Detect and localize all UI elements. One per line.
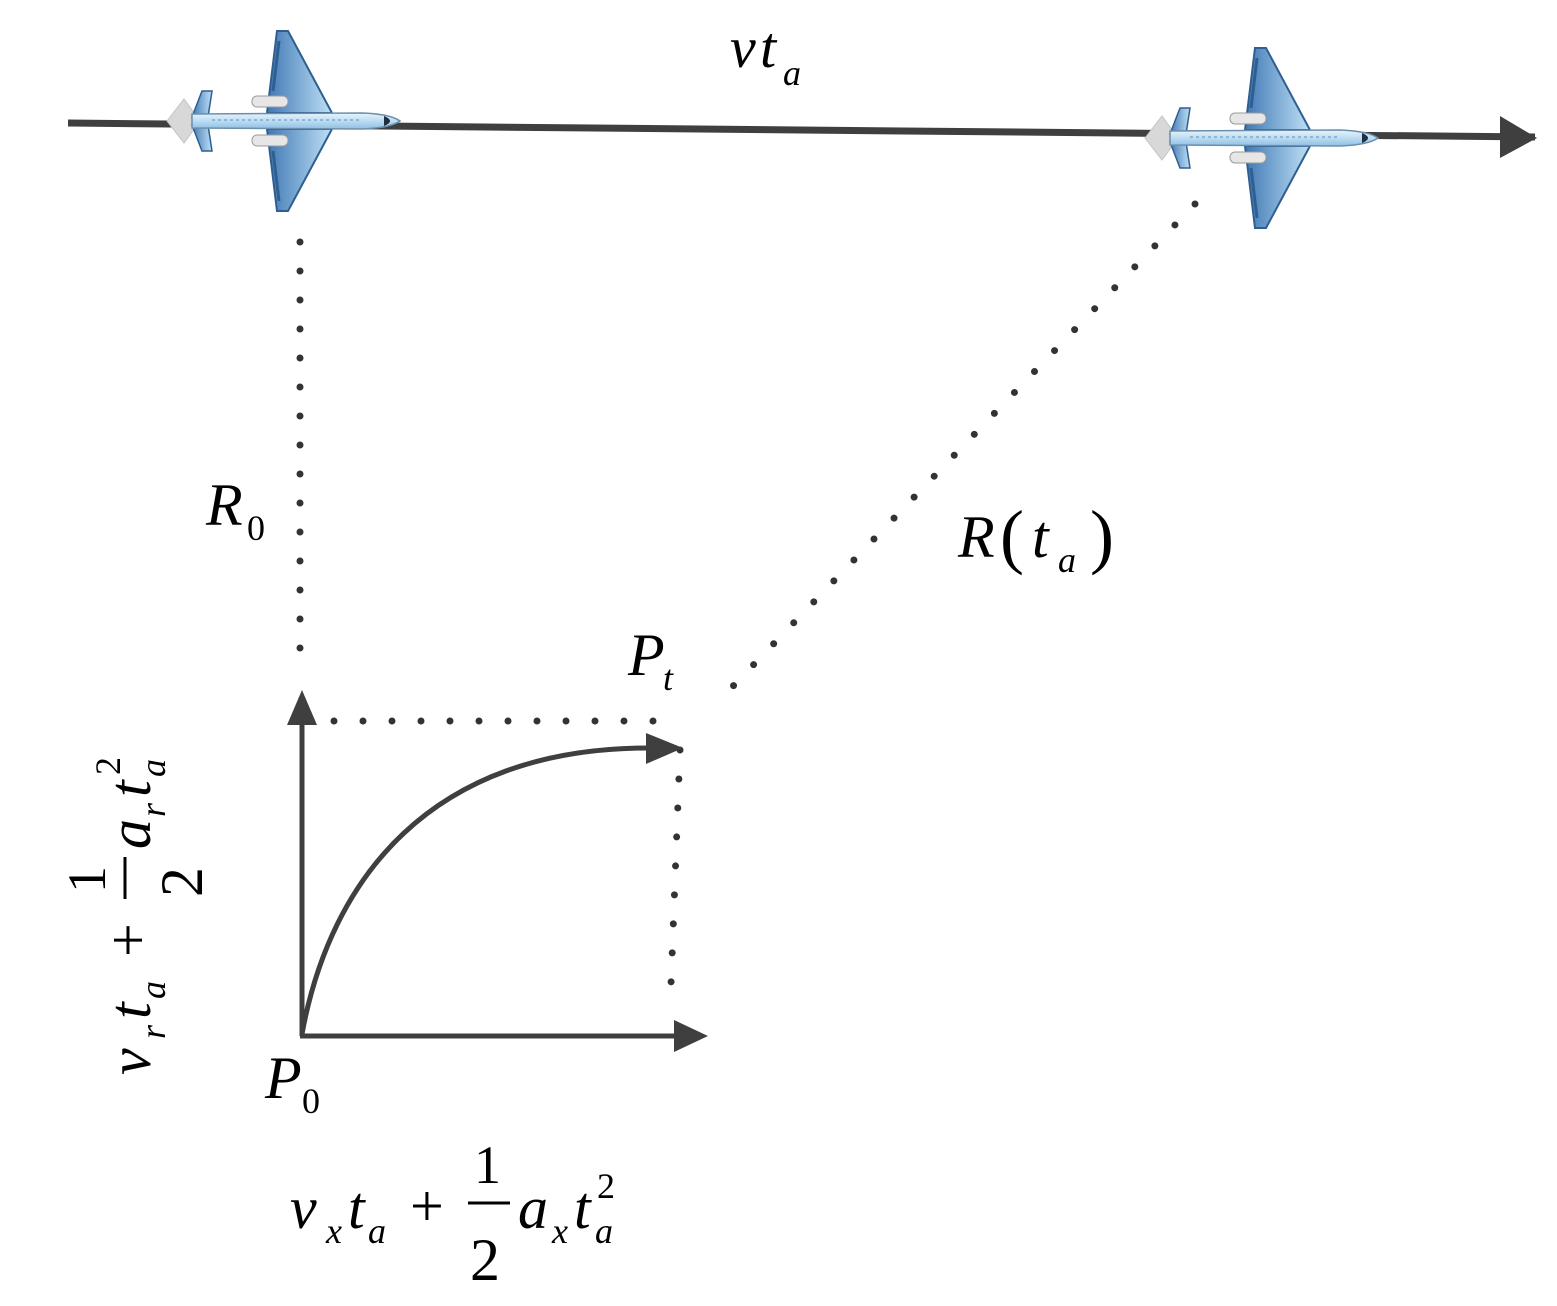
horizontal-axis-arrowhead — [674, 1020, 708, 1052]
label-denominator: 2 — [470, 1227, 500, 1293]
label-t-sub: a — [368, 1211, 386, 1251]
label-sub: a — [1058, 540, 1076, 580]
label-initial-range: R 0 — [205, 472, 265, 548]
label-plus: + — [410, 1173, 444, 1239]
label-v-sub: x — [325, 1211, 342, 1251]
label-close-paren: ) — [1090, 496, 1114, 576]
label-t2-sub: a — [595, 1211, 613, 1251]
label-t: t — [348, 1175, 366, 1241]
label-R: R — [205, 472, 243, 538]
label-exponent: 2 — [88, 757, 128, 775]
label-point-0: P 0 — [264, 1045, 320, 1121]
label-sub: 0 — [247, 508, 265, 548]
label-denominator: 2 — [149, 867, 215, 897]
label-range-time: R ( t a ) — [957, 496, 1114, 580]
airplane-icon — [1143, 46, 1380, 230]
label-r-motion: v r t a + 1 2 a r t a 2 — [57, 757, 215, 1075]
label-velocity-distance: v t a — [730, 15, 801, 93]
label-v-sub: r — [133, 1024, 173, 1039]
label-point-t: P t — [627, 622, 674, 698]
label-x-motion: v x t a + 1 2 a x t a 2 — [290, 1135, 615, 1293]
trajectory-arrowhead — [646, 733, 683, 764]
label-R: R — [957, 504, 995, 570]
label-open-paren: ( — [1000, 496, 1024, 576]
label-numerator: 1 — [474, 1135, 501, 1195]
label-a: a — [518, 1175, 548, 1241]
label-t2: t — [97, 779, 163, 797]
label-exponent: 2 — [597, 1166, 615, 1206]
flight-path-arrowhead — [1500, 116, 1537, 158]
label-sub: 0 — [302, 1081, 320, 1121]
label-v: v — [730, 15, 756, 80]
label-P: P — [627, 622, 665, 688]
label-v: v — [290, 1175, 317, 1241]
label-sub: t — [663, 658, 674, 698]
label-t: t — [1032, 504, 1050, 570]
label-sub: a — [783, 53, 801, 93]
right-dotted-projection — [666, 746, 684, 1014]
label-P: P — [264, 1045, 302, 1111]
label-a: a — [97, 819, 163, 849]
label-a-sub: x — [551, 1211, 568, 1251]
label-t: t — [760, 15, 778, 80]
label-t: t — [97, 1001, 163, 1019]
label-t2: t — [574, 1175, 592, 1241]
vertical-axis-arrowhead — [287, 690, 317, 725]
label-t2-sub: a — [133, 759, 173, 777]
label-v: v — [97, 1048, 163, 1075]
label-plus: + — [95, 923, 161, 957]
airplane-icon — [165, 29, 402, 213]
label-t-sub: a — [133, 981, 173, 999]
range-dotted-line — [710, 200, 1199, 710]
label-a-sub: r — [133, 802, 173, 817]
trajectory-curve — [299, 745, 649, 1035]
label-numerator: 1 — [57, 866, 117, 893]
